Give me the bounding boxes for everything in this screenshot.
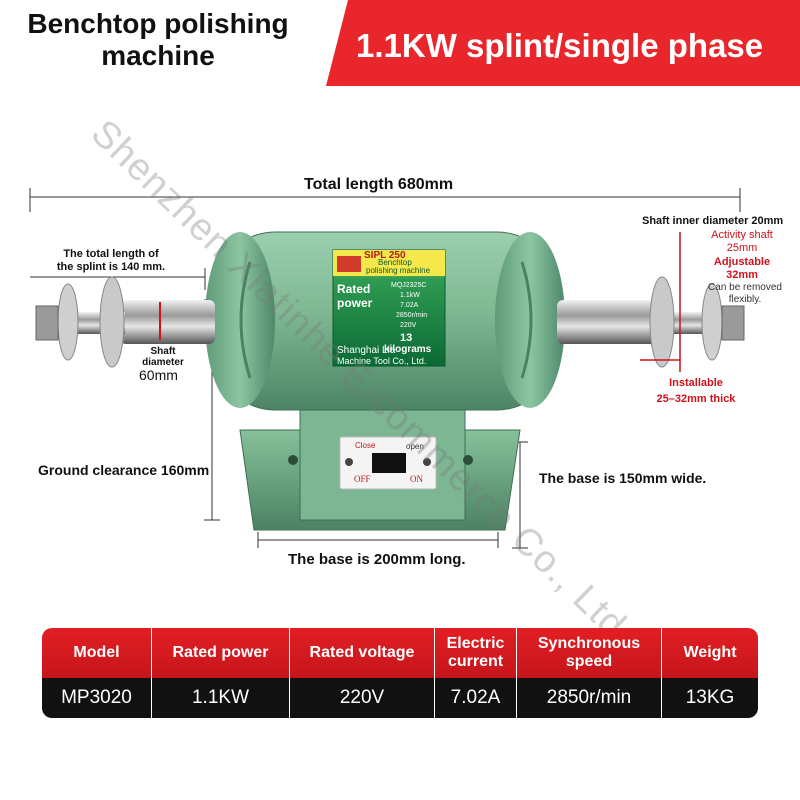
base-length-label: The base is 200mm long. (288, 551, 466, 568)
header-rated-voltage: Rated voltage (290, 628, 435, 678)
splint-length-label: The total length of the splint is 140 mm… (36, 248, 186, 274)
switch-close-label: Close (355, 441, 376, 450)
banner-background (326, 0, 800, 86)
installable-label: Installable 25–32mm thick (640, 375, 752, 407)
product-illustration (29, 188, 745, 549)
title-line-2: machine (101, 40, 215, 71)
activity-shaft-line-1: Activity shaft (711, 229, 773, 241)
nameplate-weight: 13 (400, 332, 413, 344)
nameplate (332, 249, 446, 367)
ground-clearance-label: Ground clearance 160mm (38, 462, 210, 478)
banner-text: 1.1KW splint/single phase (356, 27, 764, 64)
shaft-diameter-line-1: Shaft (150, 346, 176, 357)
installable-line-1: Installable (669, 377, 723, 389)
value-weight: 13KG (685, 687, 735, 708)
splint-length-line-2: the splint is 140 mm. (56, 261, 166, 273)
nameplate-kg: kilograms (384, 344, 432, 355)
switch-on-label: ON (410, 474, 423, 484)
nameplate-maker-1: Shanghai Lia (337, 345, 396, 356)
adjustable-line-2: 32mm (726, 269, 758, 281)
shaft-diameter-label: Shaft diameter (138, 346, 188, 368)
value-electric-current: 7.02A (435, 678, 517, 718)
header-rated-power: Rated power (152, 628, 290, 678)
removable-label: Can be removed flexibly. (690, 282, 800, 306)
installable-line-2: 25–32mm thick (656, 393, 736, 405)
nameplate-power-val: 1.1kW (400, 292, 420, 299)
shaft-diameter-value: 60mm (139, 367, 178, 383)
value-rated-voltage: 220V (290, 678, 435, 718)
splint-length-line-1: The total length of (63, 248, 159, 260)
header-weight: Weight (683, 644, 737, 661)
switch-open-label: open (406, 442, 424, 451)
page-title: Benchtop polishing machine (8, 8, 308, 72)
nameplate-name: polishing machine (366, 266, 431, 275)
total-length-line (29, 188, 741, 212)
nameplate-speed: 2850r/min (396, 312, 428, 319)
shaft-inner-label: Shaft inner diameter 20mm (642, 215, 784, 227)
removable-line-2: flexibly. (728, 294, 762, 305)
removable-line-1: Can be removed (708, 282, 782, 293)
value-rated-power: 1.1KW (152, 678, 290, 718)
value-model: MP3020 (42, 678, 152, 718)
left-shaft (35, 276, 215, 368)
nameplate-model: MQJ2325C (391, 282, 427, 289)
nameplate-voltage: 220V (400, 322, 417, 329)
title-line-1: Benchtop polishing (27, 8, 289, 39)
nameplate-top: SIPL 250 (364, 250, 406, 261)
header-electric-current: Electric current (435, 628, 517, 678)
nameplate-maker-2: Machine Tool Co., Ltd. (337, 356, 427, 366)
activity-shaft-line-2: 25mm (726, 242, 758, 254)
shaft-diameter-line-2: diameter (142, 357, 184, 368)
nameplate-rated: Rated (337, 282, 371, 296)
total-length-label: Total length 680mm (304, 176, 454, 193)
splint-length-line (30, 268, 206, 290)
specs-table: Model Rated power Rated voltage Electric… (42, 628, 758, 718)
header-model: Model (42, 628, 152, 678)
specs-table-row: MP3020 1.1KW 220V 7.02A 2850r/min 13KG (42, 678, 758, 718)
header-synchronous-speed: Synchronous speed (517, 628, 662, 678)
value-synchronous-speed: 2850r/min (517, 678, 662, 718)
adjustable-label: Adjustable 32mm (690, 256, 794, 282)
adjustable-line-1: Adjustable (713, 256, 771, 268)
activity-shaft-label: Activity shaft 25mm (690, 229, 794, 255)
right-shaft (557, 276, 745, 368)
base-width-label: The base is 150mm wide. (539, 470, 707, 486)
specs-table-header: Model Rated power Rated voltage Electric… (42, 628, 758, 678)
nameplate-sub: Benchtop (378, 258, 412, 267)
nameplate-power: power (337, 296, 373, 310)
switch-panel[interactable] (339, 436, 437, 490)
base-length-line (257, 532, 499, 548)
nameplate-current: 7.02A (400, 302, 419, 309)
switch-off-label: OFF (354, 474, 371, 484)
